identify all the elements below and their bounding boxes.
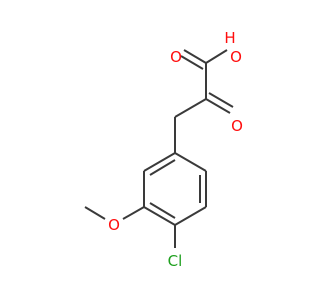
bond-ch2-to-ketone-c <box>174 98 207 118</box>
bond-ring-c6-c1 <box>143 152 176 172</box>
ketone-o-label: O <box>231 117 243 135</box>
acid-carbonyl-o-label: O <box>170 48 182 66</box>
bond-ring-c6-c1-inner <box>149 159 176 176</box>
bond-methoxy-o-to-ch3 <box>84 206 106 220</box>
methoxy-o-label: O <box>108 216 120 234</box>
chlorine-label: Cl <box>168 252 183 270</box>
bond-ring-to-methoxy-o <box>122 206 145 220</box>
hydroxyl-h-label: H <box>224 29 235 47</box>
bond-ring-c1-c2 <box>174 152 207 172</box>
benzene-ring <box>143 152 207 226</box>
structure-diagram: H O O O O Cl <box>84 29 243 270</box>
bond-ketone-c-o-2 <box>208 92 234 108</box>
bond-ring-c3-c4 <box>174 206 207 226</box>
bond-ring-c4-c5 <box>143 206 176 226</box>
bond-ring-c4-c5-inner <box>149 202 176 219</box>
hydroxyl-o-label: O <box>230 48 242 66</box>
bond-acid-c-to-oh <box>205 49 228 64</box>
bond-ketone-c-o-1 <box>205 98 231 114</box>
bond-acid-c-o-2 <box>180 55 204 70</box>
bond-acid-c-o-1 <box>183 49 207 64</box>
